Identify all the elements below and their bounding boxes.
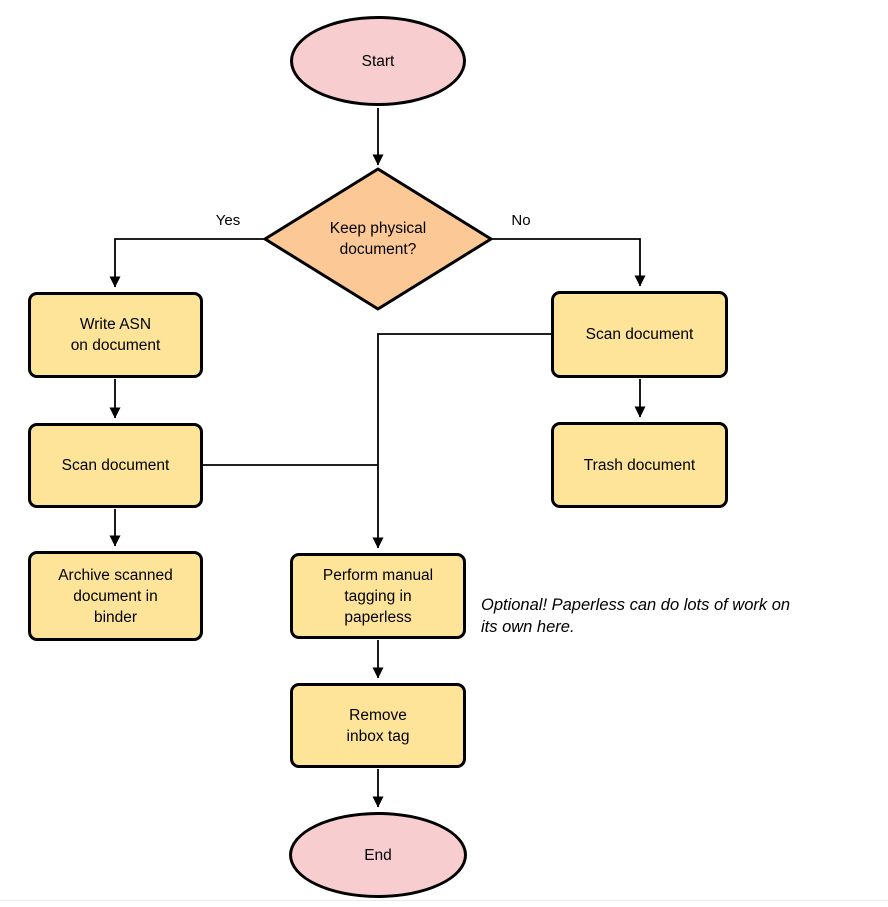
node-scan-document-right: Scan document	[551, 291, 728, 378]
decision-diamond-shape	[263, 167, 493, 311]
node-scan-document-right-label: Scan document	[585, 326, 694, 343]
node-trash-document: Trash document	[551, 422, 728, 508]
node-write-asn-label: Write ASN on document	[70, 316, 161, 354]
node-end: End	[289, 812, 467, 898]
edge-decision-to-scan-right	[491, 238, 646, 287]
node-scan-document-left: Scan document	[28, 423, 203, 508]
node-start-label: Start	[361, 52, 395, 70]
node-remove-inbox-tag-label: Remove inbox tag	[346, 706, 410, 745]
node-decision-label: Keep physical document?	[329, 220, 427, 258]
node-start: Start	[290, 16, 466, 106]
bottom-divider	[0, 900, 888, 901]
node-scan-document-left-label: Scan document	[61, 457, 170, 474]
node-end-label: End	[364, 846, 392, 864]
node-remove-inbox-tag: Remove inbox tag	[290, 683, 466, 768]
node-archive-binder-label: Archive scanned document in binder	[58, 566, 173, 626]
node-manual-tagging: Perform manual tagging in paperless	[290, 553, 466, 639]
edge-decision-to-write-asn	[109, 238, 265, 288]
node-archive-binder: Archive scanned document in binder	[28, 551, 203, 641]
edge-label-no: No	[496, 212, 546, 229]
node-manual-tagging-label: Perform manual tagging in paperless	[322, 566, 434, 626]
node-trash-document-label: Trash document	[583, 456, 696, 474]
edge-label-yes: Yes	[203, 212, 253, 229]
node-write-asn: Write ASN on document	[28, 292, 203, 378]
optional-note: Optional! Paperless can do lots of work …	[481, 596, 791, 636]
edge-scan-right-to-tagging	[372, 333, 551, 549]
